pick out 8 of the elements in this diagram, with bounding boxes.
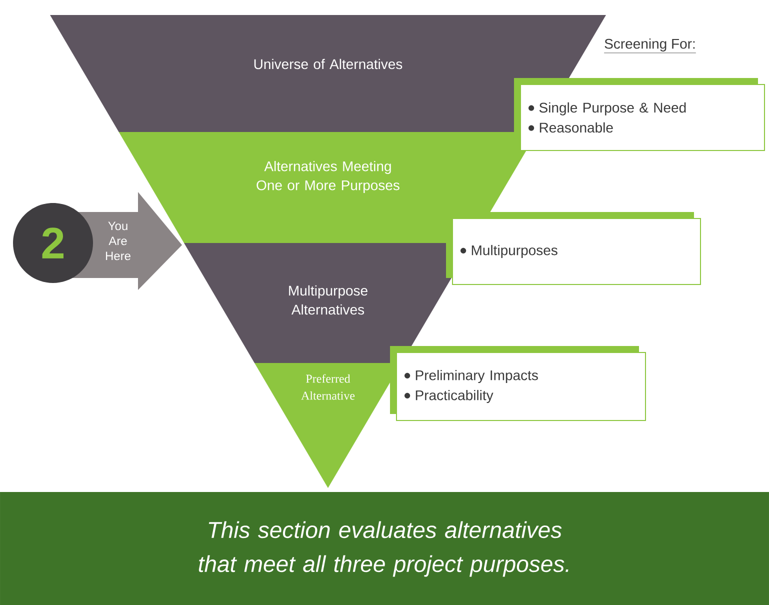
callout-box: Single Purpose & Need Reasonable [514, 78, 765, 151]
funnel-band: Preferred Alternative [254, 362, 402, 488]
heading: Screening For: [604, 38, 696, 54]
funnel-band: Multipurpose Alternatives [184, 242, 472, 363]
callout-box: Preliminary Impacts Practicability [390, 346, 646, 421]
callout-box: Multipurposes [446, 212, 701, 285]
number-badge: 2 [13, 203, 93, 283]
caption-band: This section evaluates alternatives that meet all three project purposes. [0, 492, 769, 605]
